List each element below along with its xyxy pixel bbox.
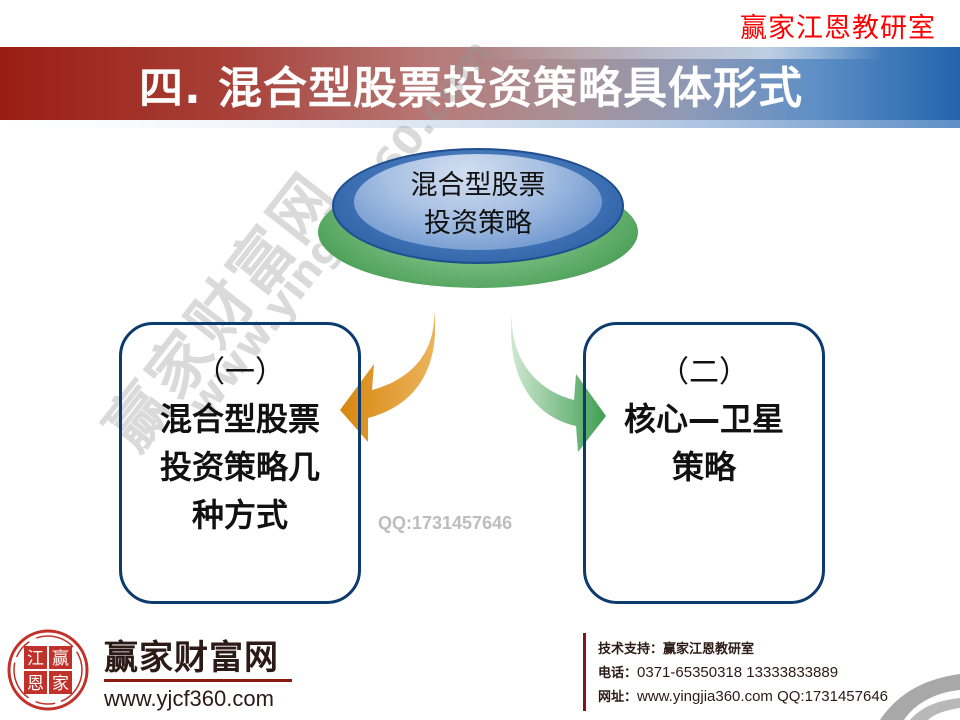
seal-char-4: 家 — [52, 674, 69, 694]
banner-underline — [0, 120, 960, 128]
phone-row: 电话：0371-65350318 13333833889 — [598, 661, 888, 685]
site-row: 网址：www.yingjia360.com QQ:1731457646 — [598, 685, 888, 709]
qq-watermark: QQ:1731457646 — [378, 513, 513, 533]
footer-divider — [583, 633, 586, 711]
center-node-label: 混合型股票 投资策略 — [332, 160, 624, 250]
swoosh-decoration-icon — [880, 674, 960, 720]
contact-info: 技术支持：赢家江恩教研室 电话：0371-65350318 1333383388… — [598, 638, 888, 709]
site-label: 网址： — [598, 690, 638, 705]
left-box-line-3: 种方式 — [191, 496, 288, 534]
left-box-line-2: 投资策略几 — [159, 448, 320, 486]
center-line-1: 混合型股票 — [410, 170, 546, 201]
seal-char-1: 江 — [27, 649, 44, 669]
center-node: 混合型股票 投资策略 — [318, 148, 638, 288]
site-value: www.yingjia360.com QQ:1731457646 — [637, 688, 889, 705]
right-box-number: （二） — [659, 355, 749, 390]
arrow-left-icon — [340, 310, 436, 442]
logo-name: 赢家财富网 — [104, 638, 279, 678]
support-row: 技术支持：赢家江恩教研室 — [598, 638, 888, 661]
disc-face — [354, 154, 602, 250]
center-line-2: 投资策略 — [424, 208, 532, 239]
title-banner — [0, 47, 960, 120]
phone-label: 电话： — [598, 666, 638, 681]
brand-label: 赢家江恩教研室 — [740, 13, 936, 44]
seal-logo-icon: 江 赢 恩 家 — [7, 629, 89, 711]
right-strategy-box: （二） 核心—卫星 策略 — [583, 322, 825, 604]
right-box-line-2: 策略 — [671, 448, 736, 486]
right-box-line-1: 核心—卫星 — [623, 400, 784, 438]
seal-char-2: 赢 — [52, 649, 69, 669]
page-title: 四. 混合型股票投资策略具体形式 — [138, 62, 804, 114]
left-box-number: （一） — [195, 355, 285, 390]
logo-divider — [104, 679, 292, 682]
support-value: 赢家江恩教研室 — [663, 642, 755, 657]
seal-char-3: 恩 — [27, 674, 44, 694]
left-strategy-box: （一） 混合型股票 投资策略几 种方式 — [119, 322, 361, 604]
phone-value: 0371-65350318 13333833889 — [637, 664, 839, 681]
support-label: 技术支持： — [598, 642, 664, 657]
left-box-line-1: 混合型股票 — [159, 400, 320, 438]
arrow-right-icon — [511, 314, 606, 452]
logo-url: www.yjcf360.com — [104, 686, 274, 711]
